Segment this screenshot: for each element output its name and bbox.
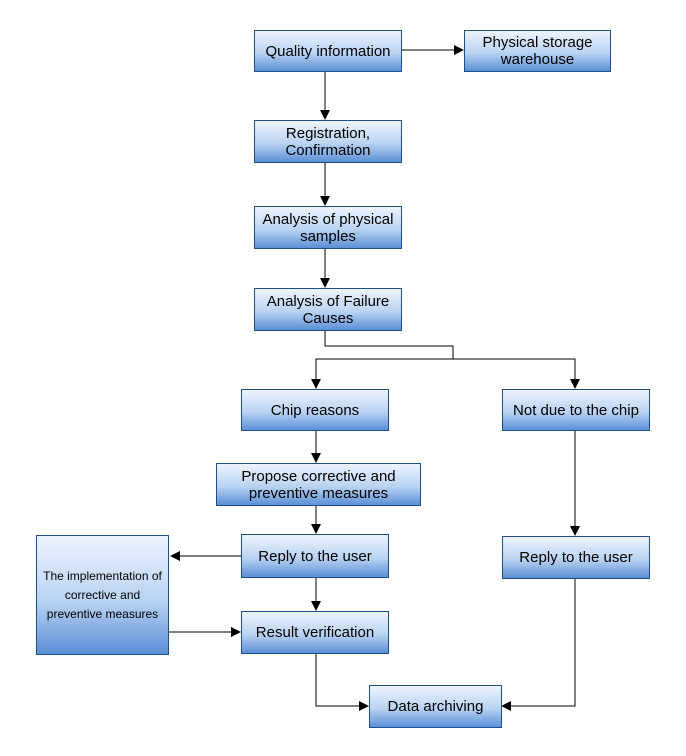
node-not-due-chip: Not due to the chip — [502, 389, 650, 431]
arrow-verification-to-archiving — [315, 654, 369, 711]
node-result-verification: Result verification — [241, 611, 389, 654]
node-chip-reasons: Chip reasons — [241, 389, 389, 431]
node-analysis-failure: Analysis of Failure Causes — [254, 288, 402, 331]
node-implementation: The implementation of corrective and pre… — [36, 535, 169, 655]
node-analysis-samples: Analysis of physical samples — [254, 206, 402, 249]
node-reply-user-left: Reply to the user — [241, 534, 389, 578]
node-quality-information: Quality information — [254, 30, 402, 72]
node-reply-user-right: Reply to the user — [502, 536, 650, 579]
connector-failure-split — [324, 331, 454, 359]
node-physical-storage: Physical storage warehouse — [464, 30, 611, 72]
node-propose-measures: Propose corrective and preventive measur… — [216, 463, 421, 506]
node-data-archiving: Data archiving — [369, 685, 502, 728]
arrow-split-to-chip — [311, 358, 453, 389]
arrow-split-to-notchip — [453, 358, 580, 389]
arrow-reply-right-to-archiving — [501, 579, 576, 711]
node-registration: Registration, Confirmation — [254, 120, 402, 163]
